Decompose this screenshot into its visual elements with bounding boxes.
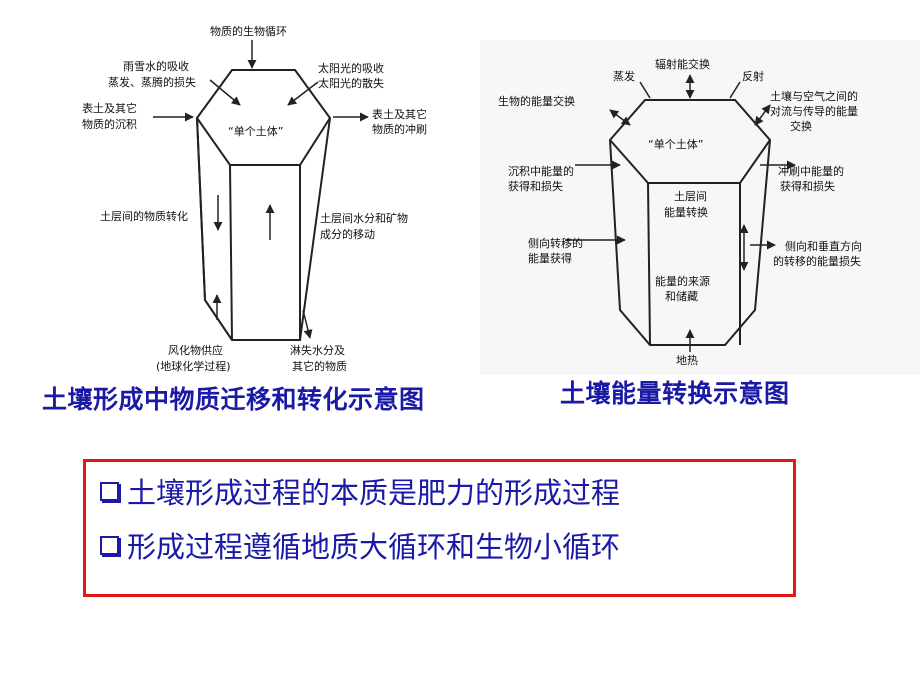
left-label-right-upper-1: 表土及其它	[372, 107, 427, 121]
left-label-top: 物质的生物循环	[210, 24, 287, 38]
left-label-top-left-1: 雨雪水的吸收	[123, 59, 189, 73]
left-label-top-right-1: 太阳光的吸收	[318, 61, 384, 75]
right-label-bottom: 地热	[676, 354, 698, 367]
left-center-label: “单个土体”	[228, 124, 283, 138]
right-labels: 辐射能交换 蒸发 反射 生物的能量交换 土壤与空气之间的 对流与传导的能量 交换…	[498, 57, 862, 367]
left-label-left-mid: 土层间的物质转化	[100, 209, 188, 223]
left-diagram-caption: 土壤形成中物质迁移和转化示意图	[42, 385, 425, 414]
checkbox-bullet-icon	[100, 481, 119, 501]
left-labels: 物质的生物循环 雨雪水的吸收 蒸发、蒸腾的损失 太阳光的吸收 太阳光的散失 表土…	[82, 24, 427, 373]
right-inner-top-1: 土层间	[674, 190, 707, 203]
right-inner-mid-2: 和储藏	[665, 289, 698, 303]
left-label-bottom-left-2: (地球化学过程)	[156, 359, 231, 373]
left-label-bottom-right-1: 淋失水分及	[290, 344, 345, 357]
left-label-top-right-2: 太阳光的散失	[318, 76, 384, 90]
left-arrows	[153, 40, 369, 339]
left-label-top-left-2: 蒸发、蒸腾的损失	[108, 75, 196, 89]
right-label-top: 辐射能交换	[655, 57, 710, 71]
right-label-right-top-3: 交换	[790, 119, 812, 133]
right-label-left-mid-2: 获得和损失	[508, 179, 563, 193]
right-label-left-top: 生物的能量交换	[498, 94, 575, 108]
left-label-bottom-right-2: 其它的物质	[292, 359, 347, 373]
bullet-item-1: 土壤形成过程的本质是肥力的形成过程	[100, 470, 620, 512]
right-label-top-left: 蒸发	[613, 69, 635, 83]
left-prism-shape	[195, 69, 332, 341]
bullet-item-2: 形成过程遵循地质大循环和生物小循环	[100, 524, 620, 566]
right-soil-energy-diagram: 辐射能交换 蒸发 反射 生物的能量交换 土壤与空气之间的 对流与传导的能量 交换…	[480, 40, 920, 375]
right-label-right-low-1: 侧向和垂直方向	[785, 239, 862, 253]
right-label-left-mid-1: 沉积中能量的	[508, 164, 574, 178]
right-inner-mid-1: 能量的来源	[655, 274, 710, 288]
right-label-left-low-1: 侧向转移的	[528, 236, 583, 250]
left-label-left-upper-1: 表土及其它	[82, 101, 137, 115]
right-inner-top-2: 能量转换	[664, 205, 708, 219]
right-label-left-low-2: 能量获得	[528, 251, 572, 265]
right-label-top-right: 反射	[742, 69, 764, 83]
checkbox-bullet-icon	[100, 535, 119, 555]
left-label-left-upper-2: 物质的沉积	[82, 117, 137, 131]
bullet-text-2: 形成过程遵循地质大循环和生物小循环	[127, 530, 621, 564]
right-center-label: “单个土体”	[648, 137, 703, 151]
right-diagram-caption: 土壤能量转换示意图	[560, 379, 790, 408]
right-label-right-mid-1: 冲刷中能量的	[778, 164, 844, 178]
left-soil-material-diagram: 物质的生物循环 雨雪水的吸收 蒸发、蒸腾的损失 太阳光的吸收 太阳光的散失 表土…	[82, 24, 427, 373]
bullet-text-1: 土壤形成过程的本质是肥力的形成过程	[127, 476, 621, 510]
left-label-right-mid-2: 成分的移动	[320, 227, 375, 241]
left-label-right-upper-2: 物质的冲刷	[372, 122, 427, 136]
right-label-right-mid-2: 获得和损失	[780, 179, 835, 193]
right-label-right-low-2: 的转移的能量损失	[773, 254, 861, 268]
left-label-right-mid-1: 土层间水分和矿物	[320, 211, 408, 225]
right-label-right-top-2: 对流与传导的能量	[770, 104, 858, 118]
left-label-bottom-left-1: 风化物供应	[168, 343, 223, 357]
summary-box: 土壤形成过程的本质是肥力的形成过程 形成过程遵循地质大循环和生物小循环	[83, 459, 796, 597]
right-label-right-top-1: 土壤与空气之间的	[770, 89, 858, 103]
right-diagram-background	[480, 40, 920, 375]
right-arrows	[565, 74, 796, 352]
